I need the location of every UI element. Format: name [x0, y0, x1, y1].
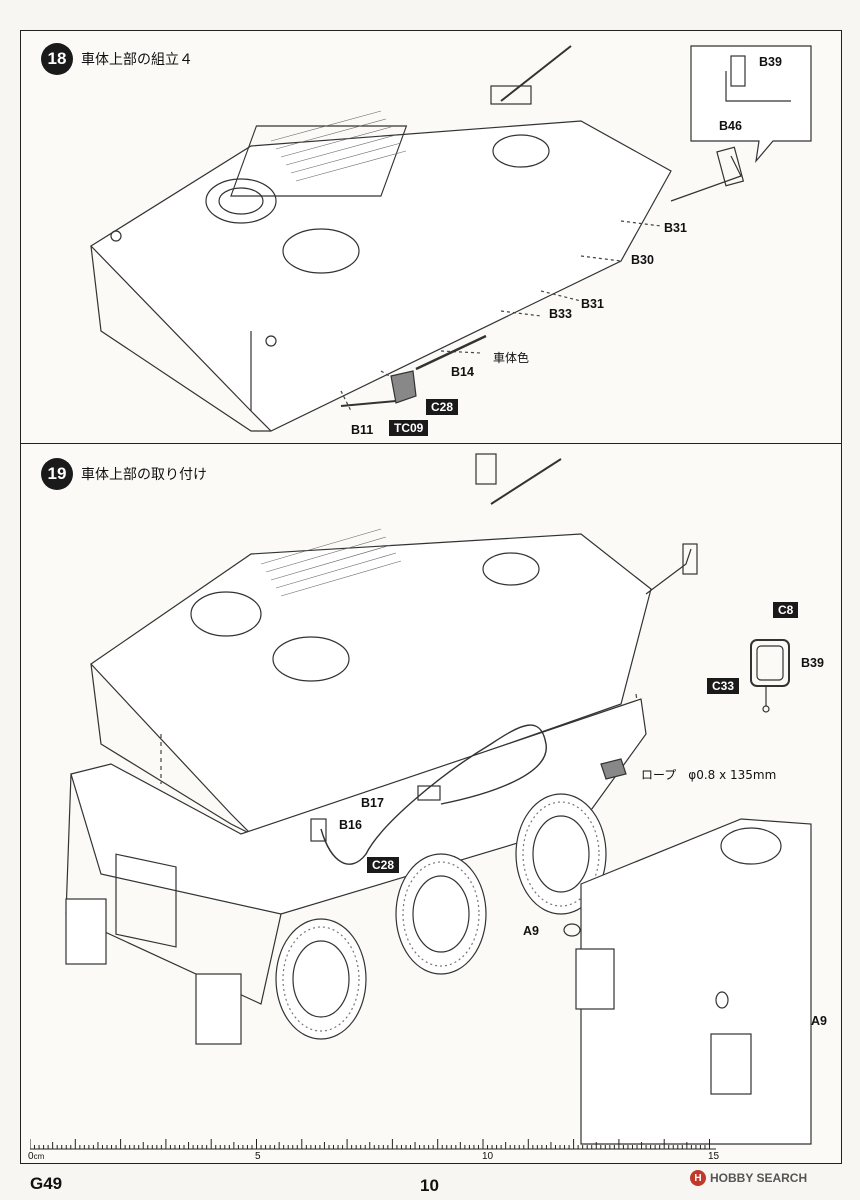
scale-ruler: 0cm 5 10 15 — [28, 1135, 720, 1165]
footer-page-number: 10 — [420, 1176, 439, 1195]
label-c28: C28 — [367, 857, 400, 873]
label-b31-lower: B31 — [581, 297, 604, 311]
ruler-label-10: 10 — [482, 1151, 494, 1162]
label-b17: B17 — [361, 796, 384, 810]
label-b16: B16 — [339, 818, 362, 832]
step-19-header: 19 車体上部の取り付け — [41, 458, 207, 490]
ruler-label-15: 15 — [708, 1151, 720, 1162]
watermark-text: HOBBY SEARCH — [710, 1171, 808, 1185]
step-18-panel: 18 車体上部の組立４ — [20, 30, 842, 444]
ruler-label-0: 0cm — [28, 1151, 45, 1162]
label-b46: B46 — [719, 119, 742, 133]
hobby-search-logo-icon: H — [690, 1170, 706, 1186]
label-c28: C28 — [426, 399, 459, 415]
step-title: 車体上部の取り付け — [81, 467, 207, 483]
label-c33: C33 — [707, 678, 740, 694]
label-tc09: TC09 — [389, 420, 429, 436]
step-18-illustration — [90, 45, 812, 432]
label-c8: C8 — [773, 602, 799, 618]
ruler-label-5: 5 — [255, 1151, 261, 1162]
watermark: H HOBBY SEARCH — [690, 1170, 807, 1186]
label-a9-left: A9 — [523, 924, 539, 938]
step-18-header: 18 車体上部の組立４ — [41, 43, 193, 75]
step-19-panel: 19 車体上部の取り付け — [20, 444, 842, 1164]
footer-model-code: G49 — [30, 1174, 63, 1193]
label-b39: B39 — [801, 656, 824, 670]
label-b33: B33 — [549, 307, 572, 321]
label-b11: B11 — [351, 423, 374, 437]
step-number: 18 — [41, 43, 73, 75]
label-b39: B39 — [759, 55, 782, 69]
label-a9-right: A9 — [811, 1014, 827, 1028]
label-body-color: 車体色 — [493, 351, 530, 365]
step-title: 車体上部の組立４ — [81, 52, 193, 68]
label-b30: B30 — [631, 253, 654, 267]
label-b31-upper: B31 — [664, 221, 687, 235]
label-rope: ロープ φ0.8 x 135mm — [641, 768, 777, 782]
label-b14: B14 — [451, 365, 474, 379]
step-number: 19 — [41, 458, 73, 490]
step-19-illustration — [65, 453, 812, 1145]
